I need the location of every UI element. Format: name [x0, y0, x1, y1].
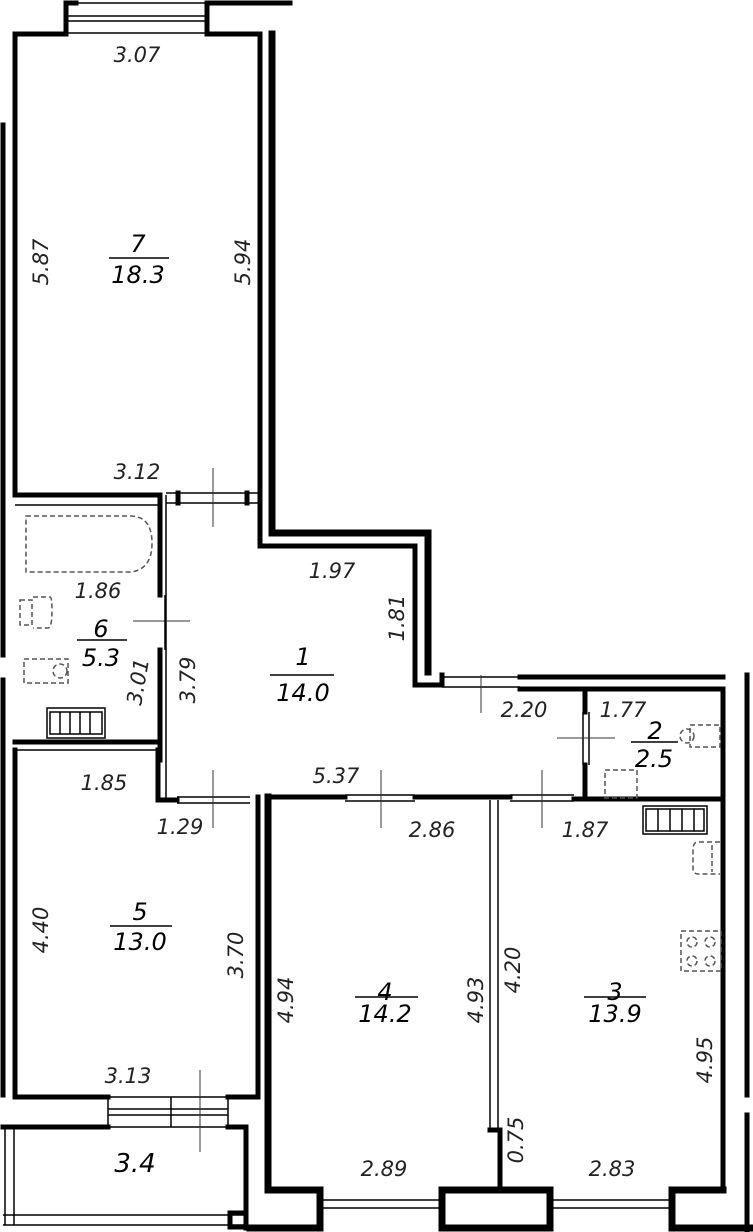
dim-room7-top: 3.07	[114, 43, 161, 67]
room-area: 5.3	[82, 644, 120, 672]
dim-room6-right: 3.79	[176, 657, 200, 704]
balcony-area: 3.4	[114, 1149, 155, 1179]
dim-room1-bottom: 5.37	[313, 764, 360, 788]
dim-room6-top: 1.86	[75, 579, 122, 603]
dim-room3-right: 4.95	[693, 1037, 717, 1084]
room-label-3: 3 13.9	[584, 978, 646, 1028]
bathroom-walls	[12, 468, 260, 800]
stove-icon	[680, 930, 722, 972]
room-number: 1	[295, 643, 310, 671]
dim-room5-top-right: 1.29	[157, 815, 204, 839]
dim-room4-bottom: 2.89	[361, 1157, 408, 1181]
room-number: 3	[607, 978, 622, 1006]
dim-room5-top: 1.85	[81, 771, 128, 795]
room-label-7: 7 18.3	[109, 230, 169, 289]
washbasin-icon	[19, 596, 53, 629]
dim-room1-top: 1.97	[309, 559, 356, 583]
dim-room7-bottom: 3.12	[114, 460, 161, 484]
sink-icon	[692, 841, 720, 875]
toilet-icon	[679, 724, 721, 748]
room-number: 5	[132, 898, 147, 926]
room-4-3-walls	[246, 770, 753, 1232]
dim-room3-top: 1.87	[562, 818, 609, 842]
room-number: 6	[93, 615, 108, 643]
dim-room3-left-bottom: 0.75	[504, 1117, 528, 1164]
room-number: 2	[647, 717, 662, 745]
dim-room4-left: 4.94	[274, 977, 298, 1024]
room-number: 7	[130, 230, 146, 258]
room-area: 14.0	[276, 679, 329, 707]
room-label-4: 4 14.2	[355, 978, 418, 1028]
room-label-1: 1 14.0	[270, 643, 334, 707]
room-label-2: 2 2.5	[631, 717, 678, 773]
bathtub-icon	[25, 515, 153, 573]
radiator-icon	[642, 805, 708, 835]
dim-room4-top: 2.86	[409, 818, 456, 842]
dim-room5-bottom: 3.13	[105, 1064, 152, 1088]
dim-room3-left: 4.20	[501, 947, 525, 994]
radiator-icon	[46, 707, 106, 739]
toilet-icon	[23, 658, 69, 684]
washbasin-icon	[604, 769, 638, 799]
room-area: 14.2	[358, 1000, 411, 1028]
dim-room4-right: 4.93	[464, 977, 488, 1024]
room-area: 18.3	[111, 261, 164, 289]
dim-room2-top: 1.77	[600, 698, 647, 722]
dim-room1-right-bottom: 2.20	[501, 698, 548, 722]
room-label-6: 6 5.3	[77, 615, 127, 672]
dim-room7-left: 5.87	[29, 238, 53, 285]
room-area: 13.0	[113, 928, 166, 956]
dim-room5-right: 3.70	[224, 932, 248, 979]
room-2-walls	[557, 686, 615, 800]
room-area: 13.9	[588, 1000, 641, 1028]
room-number: 4	[377, 978, 392, 1006]
dim-room7-right: 5.94	[231, 239, 255, 286]
dim-room3-bottom: 2.83	[589, 1157, 636, 1181]
room-5-walls	[0, 747, 272, 1231]
dimensions: 3.07 5.87 5.94 3.12 1.86 3.01 3.79 1.97 …	[29, 43, 717, 1181]
room-area: 2.5	[635, 745, 673, 773]
dim-room6-inner: 3.01	[122, 657, 154, 707]
dim-room1-notch: 1.81	[385, 595, 409, 642]
balcony-label: 3.4	[114, 1149, 155, 1179]
dim-room5-left: 4.40	[29, 907, 53, 954]
room-label-5: 5 13.0	[110, 898, 172, 956]
